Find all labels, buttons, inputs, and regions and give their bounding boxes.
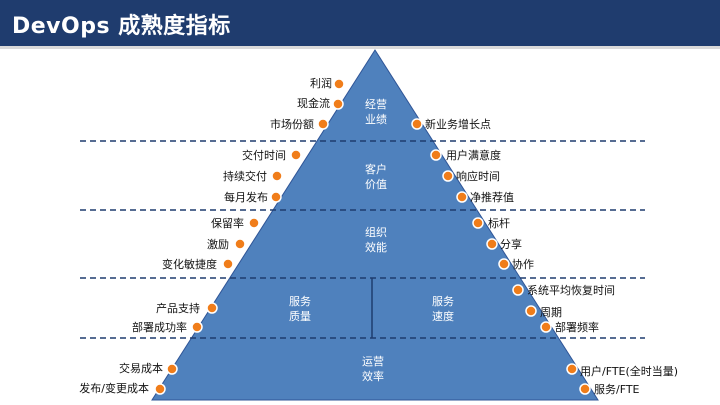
segment-kehu: 客户 价值	[365, 163, 387, 191]
indicator-dot-right	[525, 305, 537, 317]
indicator-dot-left	[191, 321, 203, 333]
indicator-right: 部署频率	[555, 321, 599, 334]
indicator-dot-right	[472, 217, 484, 229]
indicator-right: 净推荐值	[470, 191, 514, 204]
indicator-left: 保留率	[211, 217, 244, 230]
indicator-right: 系统平均恢复时间	[527, 284, 615, 297]
indicator-left: 市场份额	[270, 118, 314, 131]
indicator-left: 部署成功率	[132, 321, 187, 334]
title-divider	[0, 46, 720, 49]
indicator-dot-right	[411, 118, 423, 130]
segment-zuzhi: 组织 效能	[365, 226, 387, 254]
indicator-right: 周期	[540, 306, 562, 319]
indicator-right: 响应时间	[456, 170, 500, 183]
indicator-dot-left	[270, 191, 282, 203]
indicator-dot-left	[271, 170, 283, 182]
indicator-left: 交付时间	[242, 149, 286, 162]
indicator-left: 激励	[207, 238, 229, 251]
indicator-dot-left	[234, 238, 246, 250]
pyramid-shape	[151, 49, 599, 401]
segment-yunying: 运营 效率	[362, 355, 384, 383]
indicator-dot-left	[248, 217, 260, 229]
indicator-right: 用户/FTE(全时当量)	[580, 365, 679, 378]
indicator-dot-right	[486, 238, 498, 250]
indicator-dot-left	[317, 118, 329, 130]
segment-jingying: 经营 业绩	[365, 98, 387, 126]
indicator-right: 标杆	[488, 217, 510, 230]
indicator-dot-left	[154, 383, 166, 395]
segment-fuwu-zhiliang: 服务 质量	[289, 295, 311, 323]
indicator-right: 协作	[512, 258, 534, 271]
indicator-left: 利润	[310, 77, 332, 90]
indicator-dot-right	[456, 191, 468, 203]
indicator-left: 交易成本	[119, 362, 163, 375]
indicator-dot-right	[430, 149, 442, 161]
indicator-left: 每月发布	[224, 191, 268, 204]
indicator-dot-left	[166, 363, 178, 375]
page-title: DevOps 成熟度指标	[12, 14, 231, 39]
indicator-left: 持续交付	[223, 170, 267, 183]
indicator-left: 产品支持	[156, 302, 200, 315]
indicator-dot-right	[512, 284, 524, 296]
indicator-dot-left	[206, 302, 218, 314]
indicator-dot-left	[290, 149, 302, 161]
indicator-dot-left	[332, 98, 344, 110]
indicator-dot-right	[498, 258, 510, 270]
indicator-right: 服务/FTE	[594, 383, 640, 396]
indicator-dot-left	[222, 258, 234, 270]
indicator-dot-right	[579, 383, 591, 395]
indicator-dot-right	[442, 170, 454, 182]
indicator-dot-right	[540, 321, 552, 333]
segment-fuwu-sudu: 服务 速度	[432, 295, 454, 323]
indicator-dot-right	[566, 363, 578, 375]
indicator-right: 分享	[500, 238, 522, 251]
title-bar: DevOps 成熟度指标	[0, 0, 720, 46]
indicator-left: 变化敏捷度	[162, 258, 217, 271]
indicator-left: 发布/变更成本	[79, 382, 149, 395]
indicator-left: 现金流	[297, 97, 330, 110]
indicator-dot-left	[333, 78, 345, 90]
indicator-right: 新业务增长点	[425, 118, 491, 131]
indicator-right: 用户满意度	[446, 149, 501, 162]
